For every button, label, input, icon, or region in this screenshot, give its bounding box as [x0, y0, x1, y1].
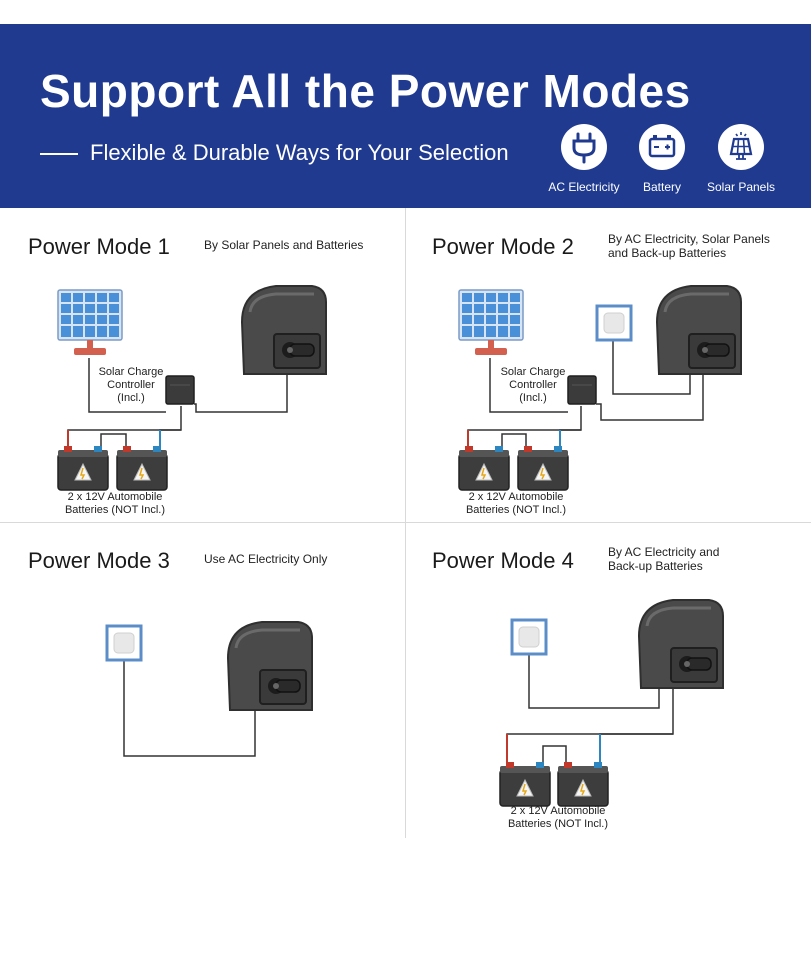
battery-caption: 2 x 12V Automobile Batteries (NOT Incl.) [507, 805, 609, 830]
battery-icon [499, 761, 551, 807]
solar-panel-icon [718, 124, 764, 170]
power-mode-4-diagram [499, 598, 725, 807]
power-mode-3-panel: Power Mode 3 Use AC Electricity Only [0, 522, 405, 836]
banner-title: Support All the Power Modes [40, 65, 691, 117]
wall-outlet-icon [105, 624, 143, 662]
power-mode-3-title: Power Mode 3 [28, 548, 170, 573]
gate-motor-icon [226, 620, 314, 712]
power-mode-4-panel: Power Mode 4 By AC Electricity and Back-… [405, 522, 810, 836]
grid-divider-horizontal [0, 522, 811, 523]
wall-outlet-icon [510, 618, 548, 656]
power-mode-2-description: By AC Electricity, Solar Panels and Back… [608, 232, 770, 260]
battery-icon [458, 445, 510, 491]
header-banner: Support All the Power Modes Flexible & D… [0, 24, 811, 208]
power-mode-4-description: By AC Electricity and Back-up Batteries [608, 545, 720, 573]
battery-icon [517, 445, 569, 491]
solar-panel-icon [57, 289, 123, 356]
battery-caption: 2 x 12V Automobile Batteries (NOT Incl.) [64, 491, 166, 516]
controller-label: Solar Charge Controller (Incl.) [98, 366, 164, 404]
ac-electricity-label: AC Electricity [548, 180, 620, 194]
wall-outlet-icon [595, 304, 633, 342]
power-mode-2-title: Power Mode 2 [432, 234, 574, 259]
power-mode-1-title: Power Mode 1 [28, 234, 170, 259]
battery-caption: 2 x 12V Automobile Batteries (NOT Incl.) [465, 491, 567, 516]
grid-divider-vertical [405, 208, 406, 838]
solar-panel-icon [458, 289, 524, 356]
gate-motor-icon [637, 598, 725, 690]
power-mode-1-diagram [57, 284, 328, 491]
power-mode-3-diagram [105, 620, 314, 757]
controller-label: Solar Charge Controller (Incl.) [500, 366, 566, 404]
banner-dash [40, 153, 78, 155]
power-mode-4-title: Power Mode 4 [432, 548, 574, 573]
power-mode-2-diagram [458, 284, 743, 491]
banner-subtitle: Flexible & Durable Ways for Your Selecti… [90, 140, 509, 165]
power-mode-3-description: Use AC Electricity Only [204, 552, 328, 566]
power-mode-1-description: By Solar Panels and Batteries [204, 238, 364, 252]
battery-icon [639, 124, 685, 170]
battery-icon [57, 445, 109, 491]
gate-motor-icon [240, 284, 328, 376]
battery-label: Battery [642, 180, 681, 194]
power-mode-1-panel: Power Mode 1 By Solar Panels and Batteri… [0, 208, 405, 522]
battery-icon [557, 761, 609, 807]
gate-motor-icon [655, 284, 743, 376]
battery-icon [116, 445, 168, 491]
plug-icon [561, 124, 607, 170]
power-mode-2-panel: Power Mode 2 By AC Electricity, Solar Pa… [405, 208, 810, 522]
solar-panels-label: Solar Panels [706, 180, 776, 194]
